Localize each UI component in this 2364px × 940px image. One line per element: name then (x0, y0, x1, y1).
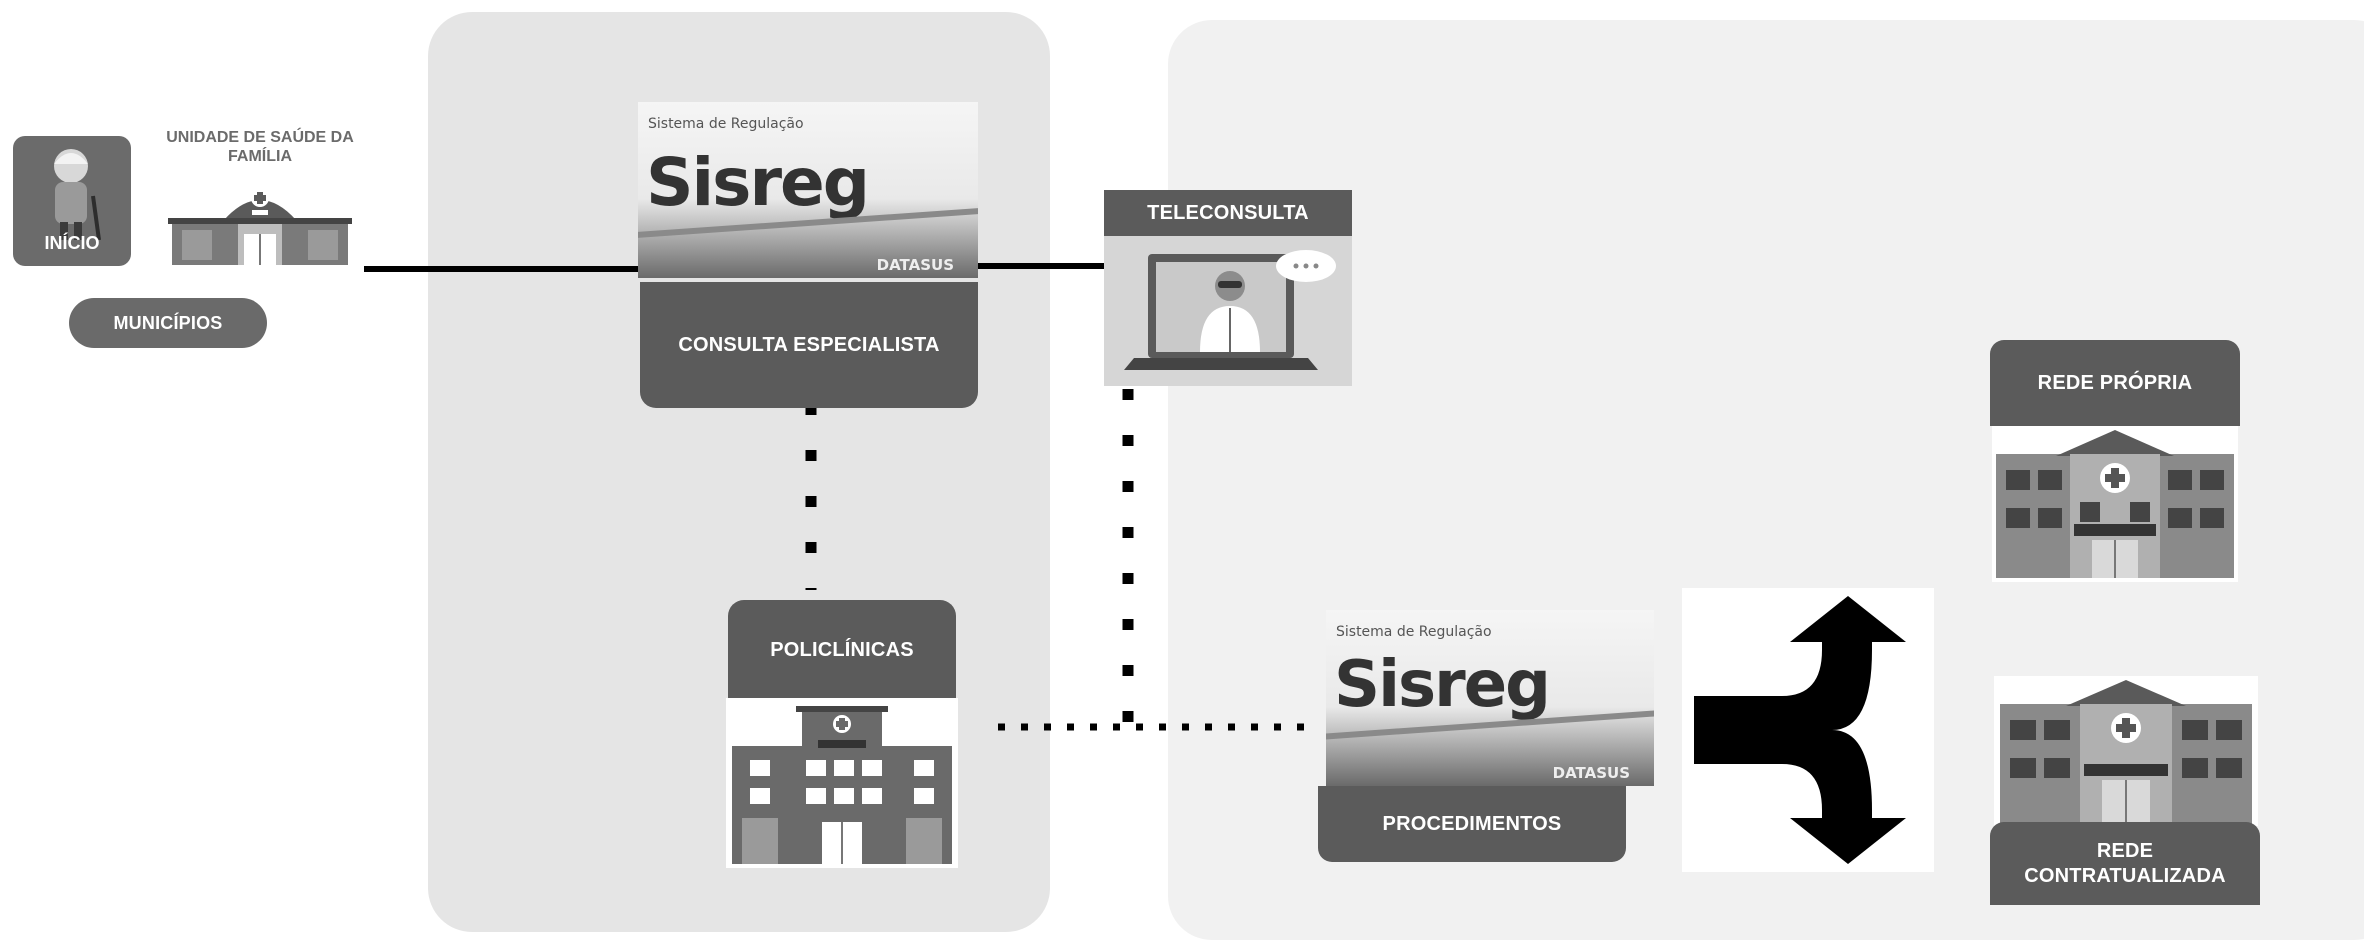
split-arrow-box (1682, 588, 1934, 872)
municipios-pill[interactable]: MUNICÍPIOS (69, 298, 267, 348)
health-unit-building-icon (168, 189, 352, 265)
rede-contratualizada-label[interactable]: REDE CONTRATUALIZADA (1990, 822, 2260, 905)
usf-title: UNIDADE DE SAÚDE DA FAMÍLIA (166, 129, 354, 166)
sisreg-vendor: DATASUS (876, 256, 954, 274)
sisreg-brand: Sisreg (646, 144, 870, 221)
polyclinic-building-icon (726, 698, 958, 868)
hospital-icon (1992, 426, 2238, 582)
sisreg-logo-top: Sistema de Regulação Sisreg DATASUS (638, 102, 978, 278)
sisreg-subtitle: Sistema de Regulação (648, 116, 804, 132)
rede-propria-label[interactable]: REDE PRÓPRIA (1990, 340, 2240, 426)
sisreg-subtitle: Sistema de Regulação (1336, 624, 1492, 640)
sisreg-logo-bottom: Sistema de Regulação Sisreg DATASUS (1326, 610, 1654, 786)
teleconsulta-label[interactable]: TELECONSULTA (1104, 190, 1352, 236)
teleconsulta-image (1104, 236, 1352, 386)
elderly-person-icon (54, 149, 101, 241)
hospital-icon (1994, 676, 2258, 826)
inicio-badge[interactable]: INÍCIO (13, 136, 131, 266)
connectors (364, 263, 1310, 731)
consulta-especialista-label[interactable]: CONSULTA ESPECIALISTA (640, 282, 978, 408)
sisreg-vendor: DATASUS (1552, 764, 1630, 782)
split-arrow-icon (1694, 596, 1906, 864)
procedimentos-label[interactable]: PROCEDIMENTOS (1318, 786, 1626, 862)
inicio-label: INÍCIO (44, 233, 100, 253)
doctor-laptop-icon (1124, 250, 1336, 370)
sisreg-brand: Sisreg (1334, 648, 1551, 722)
policlinicas-label[interactable]: POLICLÍNICAS (728, 600, 956, 700)
